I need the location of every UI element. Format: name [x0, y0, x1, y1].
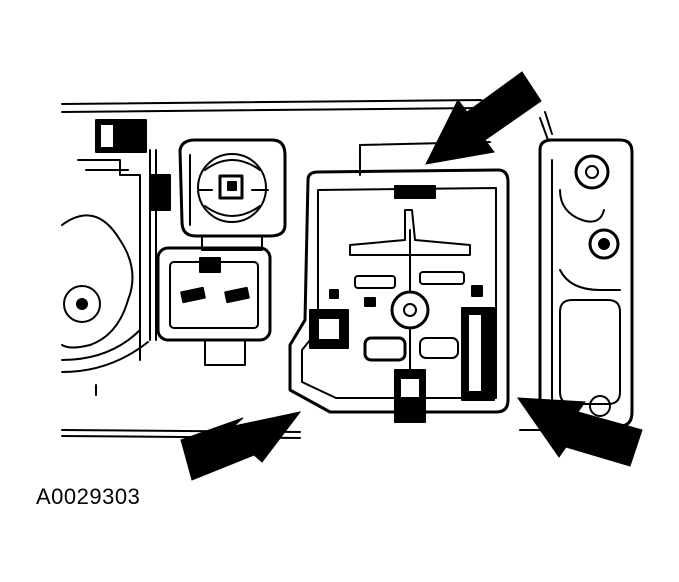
arrow-bottom-left — [181, 412, 300, 480]
arrow-top-right — [426, 72, 541, 164]
left-mechanism — [62, 120, 170, 395]
mounting-bracket — [540, 140, 632, 426]
figure-id-label: A0029303 — [36, 484, 141, 509]
relay-box — [290, 142, 508, 422]
electrical-connector — [158, 140, 285, 365]
arrow-bottom-right — [518, 398, 642, 466]
